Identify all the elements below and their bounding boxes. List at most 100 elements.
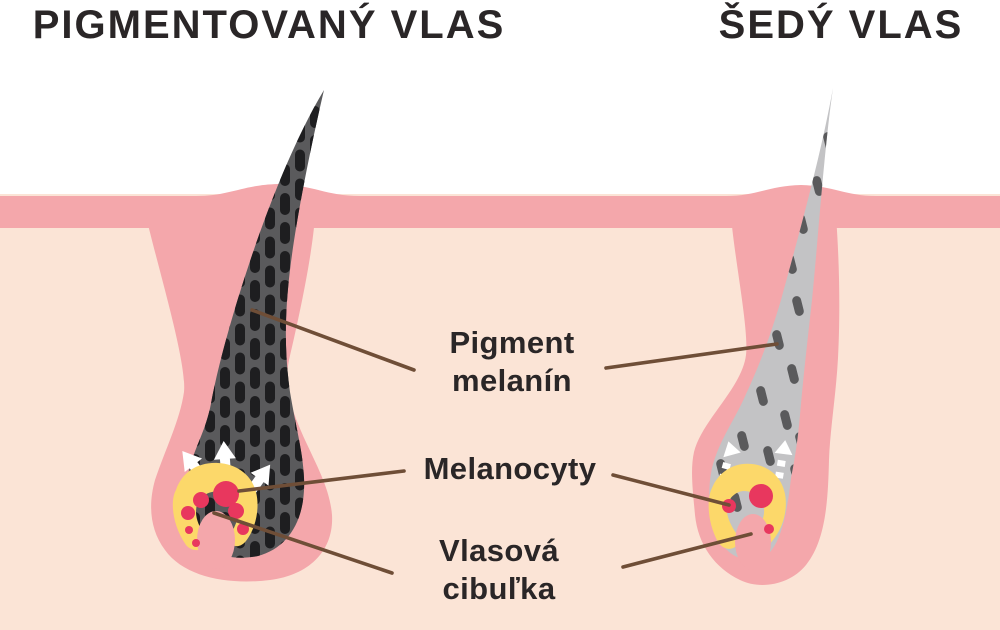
melanin-granule	[235, 352, 245, 375]
melanin-granule	[235, 439, 245, 462]
melanin-granule	[220, 135, 230, 157]
melanin-granule	[250, 338, 260, 360]
dermal-papilla-left	[197, 511, 235, 569]
melanin-granule	[250, 280, 260, 302]
melanocyte-dot	[193, 492, 209, 508]
melanin-granule	[310, 135, 320, 157]
label-pigment-line1: Pigment	[449, 325, 575, 360]
melanin-granule	[792, 296, 804, 316]
melanin-granule	[250, 425, 260, 447]
label-bulb-line2: cibuľka	[442, 571, 556, 606]
melanin-granule	[280, 483, 290, 505]
melanin-granule	[190, 135, 200, 157]
melanin-granule	[280, 164, 290, 186]
melanin-granule	[280, 396, 290, 418]
melanin-granule	[190, 90, 200, 99]
melanin-granule	[235, 410, 245, 433]
melanin-granule	[220, 164, 230, 186]
melanin-granule	[205, 91, 215, 114]
melanin-granule	[325, 92, 335, 114]
melanin-granule	[310, 164, 320, 186]
melanin-granule	[250, 367, 260, 389]
dashed-up-arrow-icon	[723, 441, 741, 458]
melanin-granule	[220, 425, 230, 447]
melanocyte-dot	[185, 526, 193, 534]
label-bulb-line1: Vlasová	[439, 533, 559, 568]
melanocyte-dot	[749, 484, 773, 508]
melanin-granule	[205, 120, 215, 143]
melanin-granule	[250, 135, 260, 157]
melanin-granule	[280, 135, 290, 157]
melanin-granule	[235, 149, 245, 172]
melanin-granule	[265, 120, 275, 143]
melanin-granule	[235, 381, 245, 404]
melanin-granule	[175, 150, 185, 172]
melanin-granule	[265, 91, 275, 114]
pointer-line-melanocytes-right	[611, 473, 731, 507]
melanin-granule	[265, 207, 275, 230]
melanin-granule	[265, 294, 275, 317]
melanin-granule	[205, 149, 215, 172]
melanin-granule	[265, 352, 275, 375]
melanin-granule	[265, 149, 275, 172]
melanin-granule	[265, 236, 275, 259]
melanin-granule	[220, 367, 230, 389]
melanin-granule	[265, 381, 275, 404]
melanin-granule	[280, 106, 290, 128]
melanin-granule	[295, 120, 305, 143]
melanin-granule	[220, 106, 230, 128]
melanin-granule	[160, 164, 170, 186]
melanin-granule	[265, 439, 275, 462]
hair-bulb-left	[172, 462, 258, 551]
pointer-line-bulb-right	[621, 532, 753, 569]
melanin-granule	[250, 396, 260, 418]
melanin-granule	[190, 106, 200, 128]
melanin-granule	[325, 150, 335, 172]
melanin-granule	[160, 135, 170, 157]
title-grey-hair: ŠEDÝ VLAS	[718, 3, 964, 47]
melanin-granule	[265, 265, 275, 288]
melanin-granule	[756, 386, 768, 406]
melanin-granule	[250, 164, 260, 186]
melanin-granule	[280, 222, 290, 244]
melanocyte-dot	[237, 523, 249, 535]
melanin-granule	[265, 323, 275, 346]
grey-hair	[708, 88, 833, 570]
melanin-granule	[325, 121, 335, 143]
melanin-granule	[737, 431, 749, 451]
melanin-granule	[250, 251, 260, 273]
dashed-up-arrow-icon	[774, 440, 793, 456]
melanocyte-dot	[213, 481, 239, 507]
melanin-granule	[295, 468, 305, 491]
melanin-granule	[205, 439, 215, 462]
melanin-granule	[235, 91, 245, 114]
label-melanocytes: Melanocyty	[423, 451, 597, 486]
melanin-granule	[812, 176, 824, 196]
pointer-lines	[212, 308, 779, 575]
melanin-granule	[235, 323, 245, 346]
label-hair-bulb: Vlasová cibuľka	[439, 532, 559, 608]
melanin-granule	[280, 454, 290, 476]
melanin-granule	[280, 512, 290, 534]
melanin-granule	[220, 396, 230, 418]
melanin-granule	[310, 90, 320, 99]
label-pigment-melanin: Pigment melanín	[449, 324, 574, 400]
melanin-granule	[280, 90, 290, 99]
melanin-granule	[250, 106, 260, 128]
melanin-granule	[280, 425, 290, 447]
melanin-granule	[220, 90, 230, 99]
melanin-granule	[160, 106, 170, 128]
melanin-granule	[175, 121, 185, 143]
melanin-granule	[235, 120, 245, 143]
melanocyte-dot	[192, 539, 200, 547]
pointer-line-pigment-left	[250, 308, 416, 372]
melanin-granule	[280, 367, 290, 389]
label-pigment-line2: melanín	[452, 363, 572, 398]
melanin-granule	[175, 92, 185, 114]
melanocyte-dot	[181, 506, 195, 520]
melanin-granule	[295, 91, 305, 114]
melanin-granule	[280, 193, 290, 215]
melanin-granule	[310, 106, 320, 128]
melanin-granule	[250, 90, 260, 99]
